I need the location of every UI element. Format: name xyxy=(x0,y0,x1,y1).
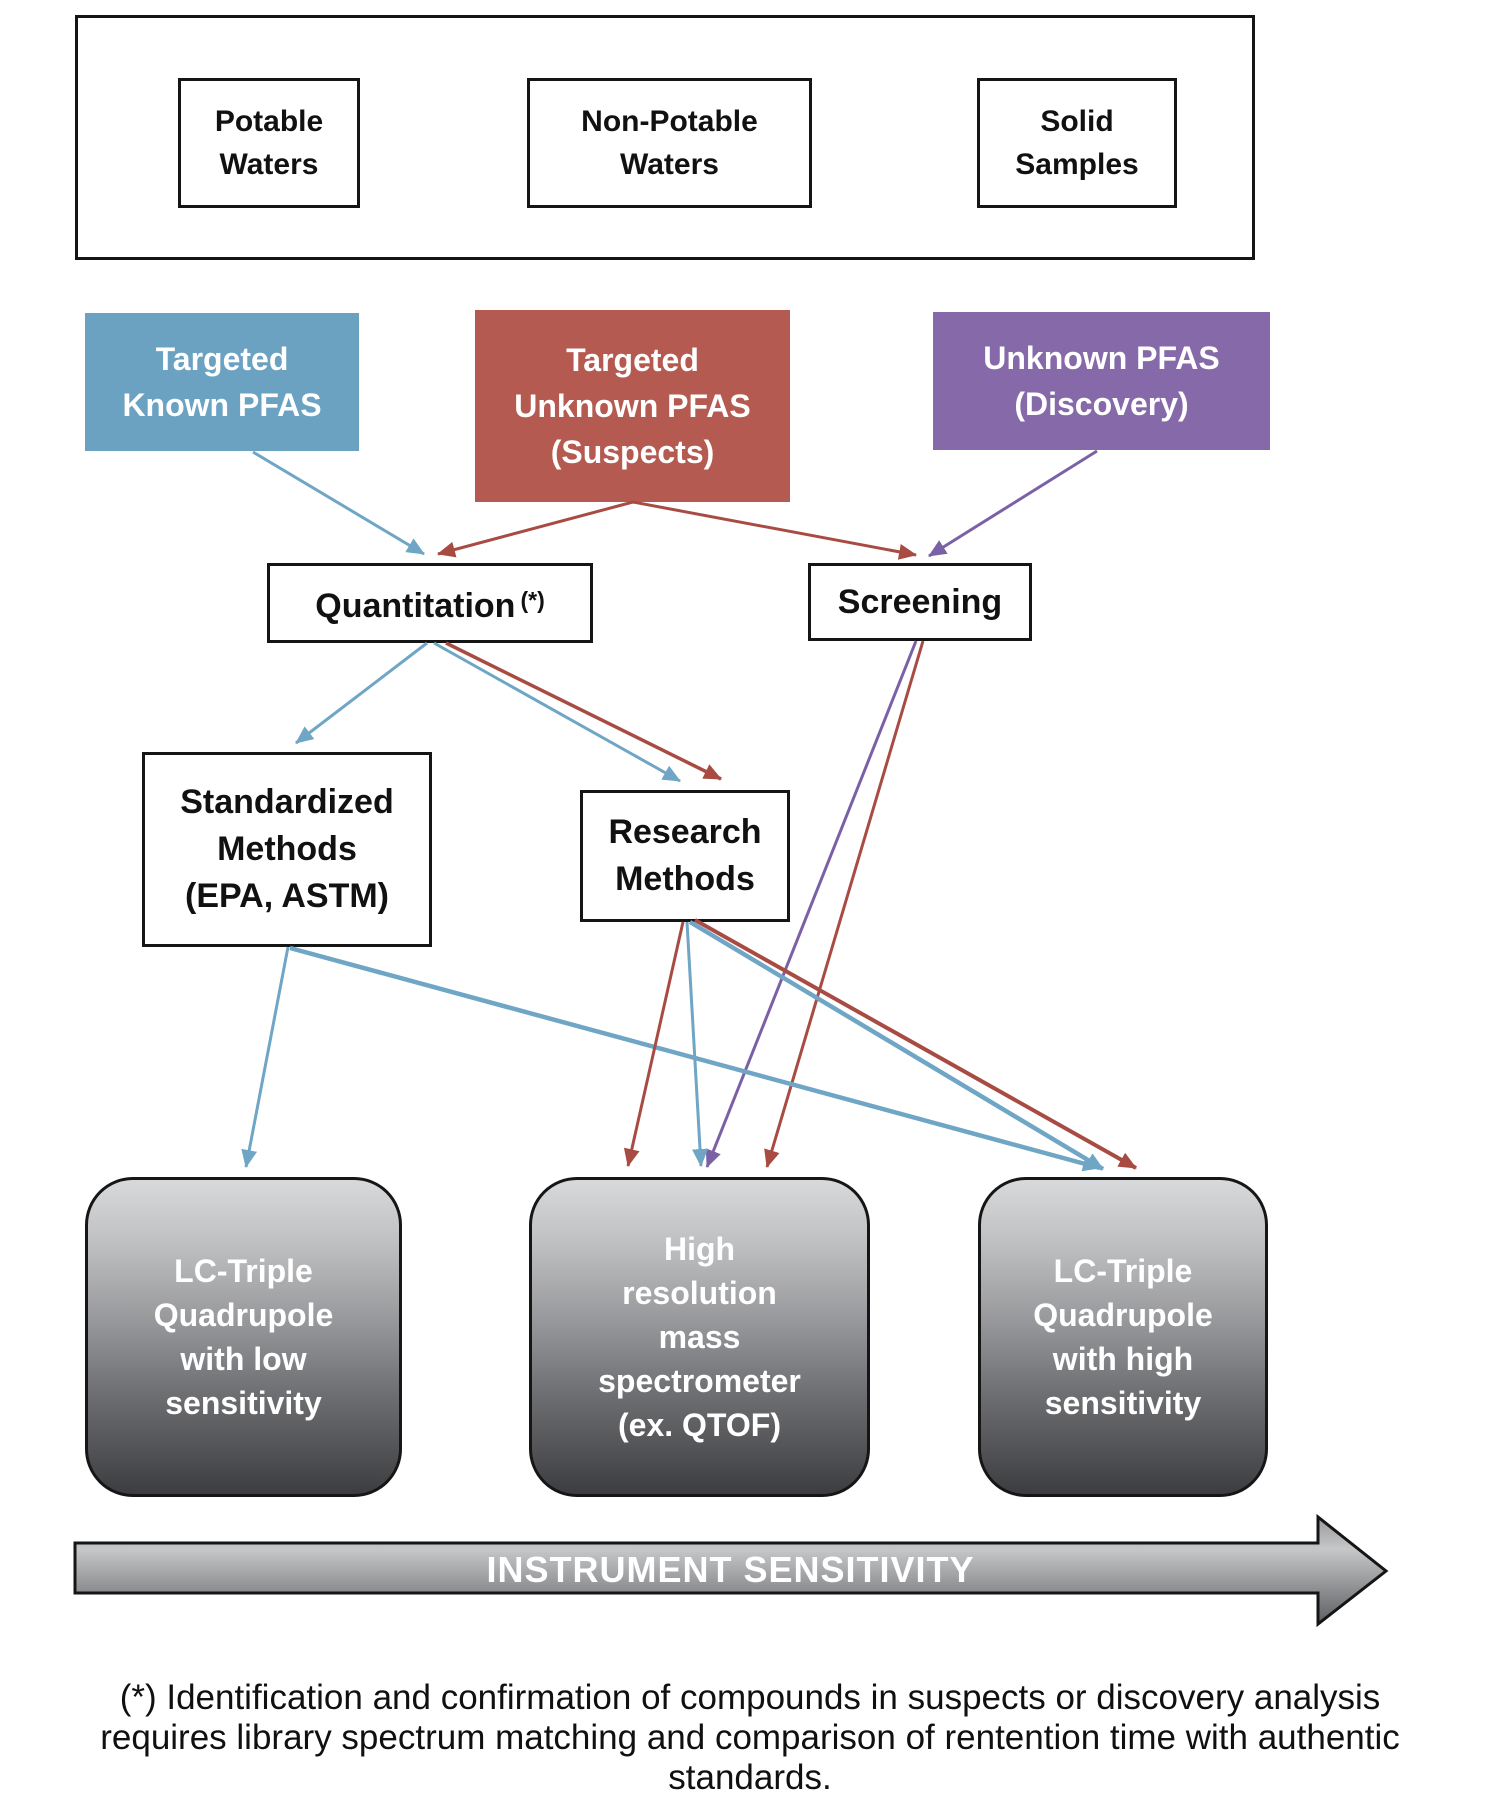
edge-research-to-hrms-red xyxy=(623,921,685,1167)
quantitation-label: Quantitation(*) xyxy=(315,587,545,625)
footnote-marker: (*) xyxy=(520,587,545,613)
edge-quantitation-to-research-blue xyxy=(433,641,681,783)
footnote-text: (*) Identification and confirmation of c… xyxy=(100,1678,1400,1797)
edge-research-to-lc-high-blue xyxy=(688,920,1105,1171)
edge-research-to-hrms-blue xyxy=(685,921,709,1167)
edge-known-to-quantitation xyxy=(252,450,425,556)
edge-discovery-to-screening xyxy=(928,449,1098,558)
edge-research-to-lc-high-red xyxy=(694,918,1137,1170)
node-unknown-pfas-discovery: Unknown PFAS(Discovery) xyxy=(933,312,1270,450)
edge-standardized-to-lc-high xyxy=(289,945,1101,1172)
sensitivity-axis-label: INSTRUMENT SENSITIVITY xyxy=(486,1549,975,1590)
edge-quantitation-to-research-red xyxy=(445,641,722,781)
node-screening: Screening xyxy=(808,563,1032,641)
edge-quantitation-to-standardized xyxy=(295,641,428,745)
screening-label: Screening xyxy=(837,583,1003,621)
node-quantitation: Quantitation(*) xyxy=(267,563,593,643)
edge-standardized-to-lc-low xyxy=(241,946,290,1168)
edge-suspects-to-quantitation xyxy=(437,500,634,558)
edge-suspects-to-screening xyxy=(632,500,917,560)
edge-screening-to-hrms-red xyxy=(764,640,925,1168)
